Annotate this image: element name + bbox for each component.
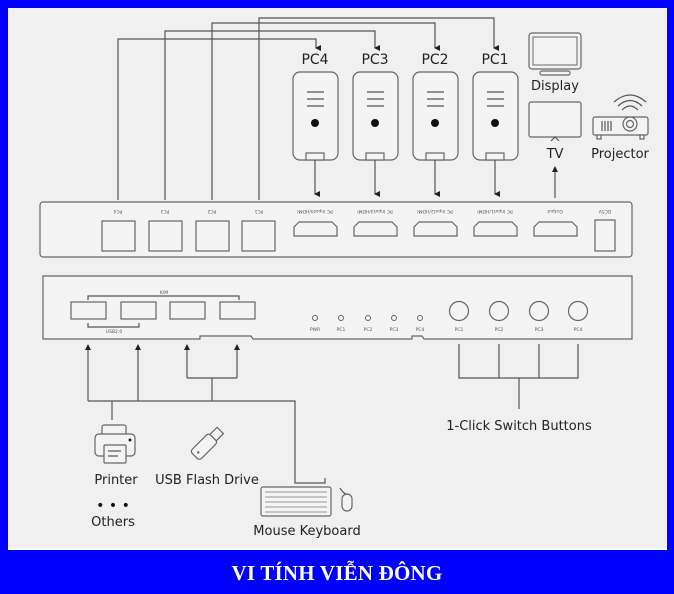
switch-button-pc4[interactable] — [567, 300, 589, 322]
led-label: PC3 — [390, 327, 399, 333]
hdmi-port-label: PC Input4/HDMI — [297, 208, 332, 214]
switch-button-label: PC2 — [495, 327, 504, 333]
pc-tower-pc4: PC4 — [292, 52, 339, 197]
pc-tower-pc1: PC1 — [472, 52, 519, 197]
printer-icon — [94, 424, 136, 464]
usb-cables-top — [117, 17, 499, 200]
diagram-panel: PC4 PC3 PC2 PC1 — [8, 8, 667, 550]
front-panel: K/M USB2.0 PWR PC1 PC2 PC3 PC4 PC1 PC2 — [42, 275, 633, 340]
projector-label: Projector — [591, 147, 649, 162]
rear-usb-label: PC3 — [161, 208, 170, 214]
brand-name: VI TÍNH VIỄN ĐÔNG — [231, 560, 443, 585]
pc-towers: PC4 PC3 PC2 PC1 — [292, 52, 519, 197]
others-dots: • • • — [96, 498, 130, 514]
switch-button-label: PC3 — [535, 327, 544, 333]
pc4-label: PC4 — [301, 52, 328, 68]
rear-usb-label: PC2 — [208, 208, 217, 214]
rear-hdmi-ports: PC Input4/HDMI PC Input3/HDMI PC Input2/… — [293, 208, 578, 237]
others-label: Others — [91, 515, 135, 530]
tv-label: TV — [546, 147, 564, 162]
footer-banner: VI TÍNH VIỄN ĐÔNG — [0, 552, 674, 594]
tv-icon — [528, 101, 582, 142]
status-leds: PWR PC1 PC2 PC3 PC4 — [310, 315, 425, 333]
led-label: PWR — [310, 327, 320, 333]
display-icon — [528, 32, 582, 76]
switch-buttons-label: 1-Click Switch Buttons — [446, 419, 592, 434]
mouse-keyboard-label: Mouse Keyboard — [253, 524, 360, 539]
projector-icon — [592, 94, 649, 140]
switch-button-pc2[interactable] — [488, 300, 510, 322]
switch-button-label: PC4 — [574, 327, 583, 333]
hdmi-port-label: PC Input2/HDMI — [417, 208, 452, 214]
km-label: K/M — [160, 290, 168, 296]
hdmi-port-label: PC Input3/HDMI — [357, 208, 392, 214]
pc2-label: PC2 — [421, 52, 448, 68]
switch-button-label: PC1 — [455, 327, 464, 333]
usb-flash-drive-icon — [190, 426, 225, 460]
power-port-label: DC5V — [598, 208, 611, 214]
led-label: PC1 — [337, 327, 346, 333]
peripheral-cables — [85, 344, 296, 476]
rear-usb-ports: PC4 PC3 PC2 PC1 — [101, 208, 276, 252]
rear-usb-label: PC4 — [114, 208, 123, 214]
switch-button-pc3[interactable] — [528, 300, 550, 322]
display-label: Display — [531, 79, 579, 94]
hdmi-port-label: PC Input1/HDMI — [477, 208, 512, 214]
usb-flash-drive-label: USB Flash Drive — [155, 473, 259, 488]
pc-tower-pc3: PC3 — [352, 52, 399, 197]
switch-buttons: PC1 PC2 PC3 PC4 — [448, 300, 589, 333]
pc-tower-pc2: PC2 — [412, 52, 459, 197]
rear-usb-label: PC1 — [255, 208, 264, 214]
mouse-icon — [339, 487, 353, 512]
switch-button-callout — [458, 344, 579, 409]
led-label: PC2 — [364, 327, 373, 333]
usb20-label: USB2.0 — [106, 329, 123, 335]
kvm-connection-diagram: PC4 PC3 PC2 PC1 — [39, 17, 650, 539]
printer-label: Printer — [94, 473, 138, 488]
front-usb-ports — [70, 301, 256, 320]
switch-button-pc1[interactable] — [448, 300, 470, 322]
led-label: PC4 — [416, 327, 425, 333]
keyboard-icon — [260, 476, 332, 517]
output-port-label: Output — [547, 208, 563, 214]
pc1-label: PC1 — [481, 52, 508, 68]
power-port — [594, 219, 616, 252]
pc3-label: PC3 — [361, 52, 388, 68]
rear-panel: PC4 PC3 PC2 PC1 PC Input4/HDMI PC Input3… — [39, 201, 633, 258]
